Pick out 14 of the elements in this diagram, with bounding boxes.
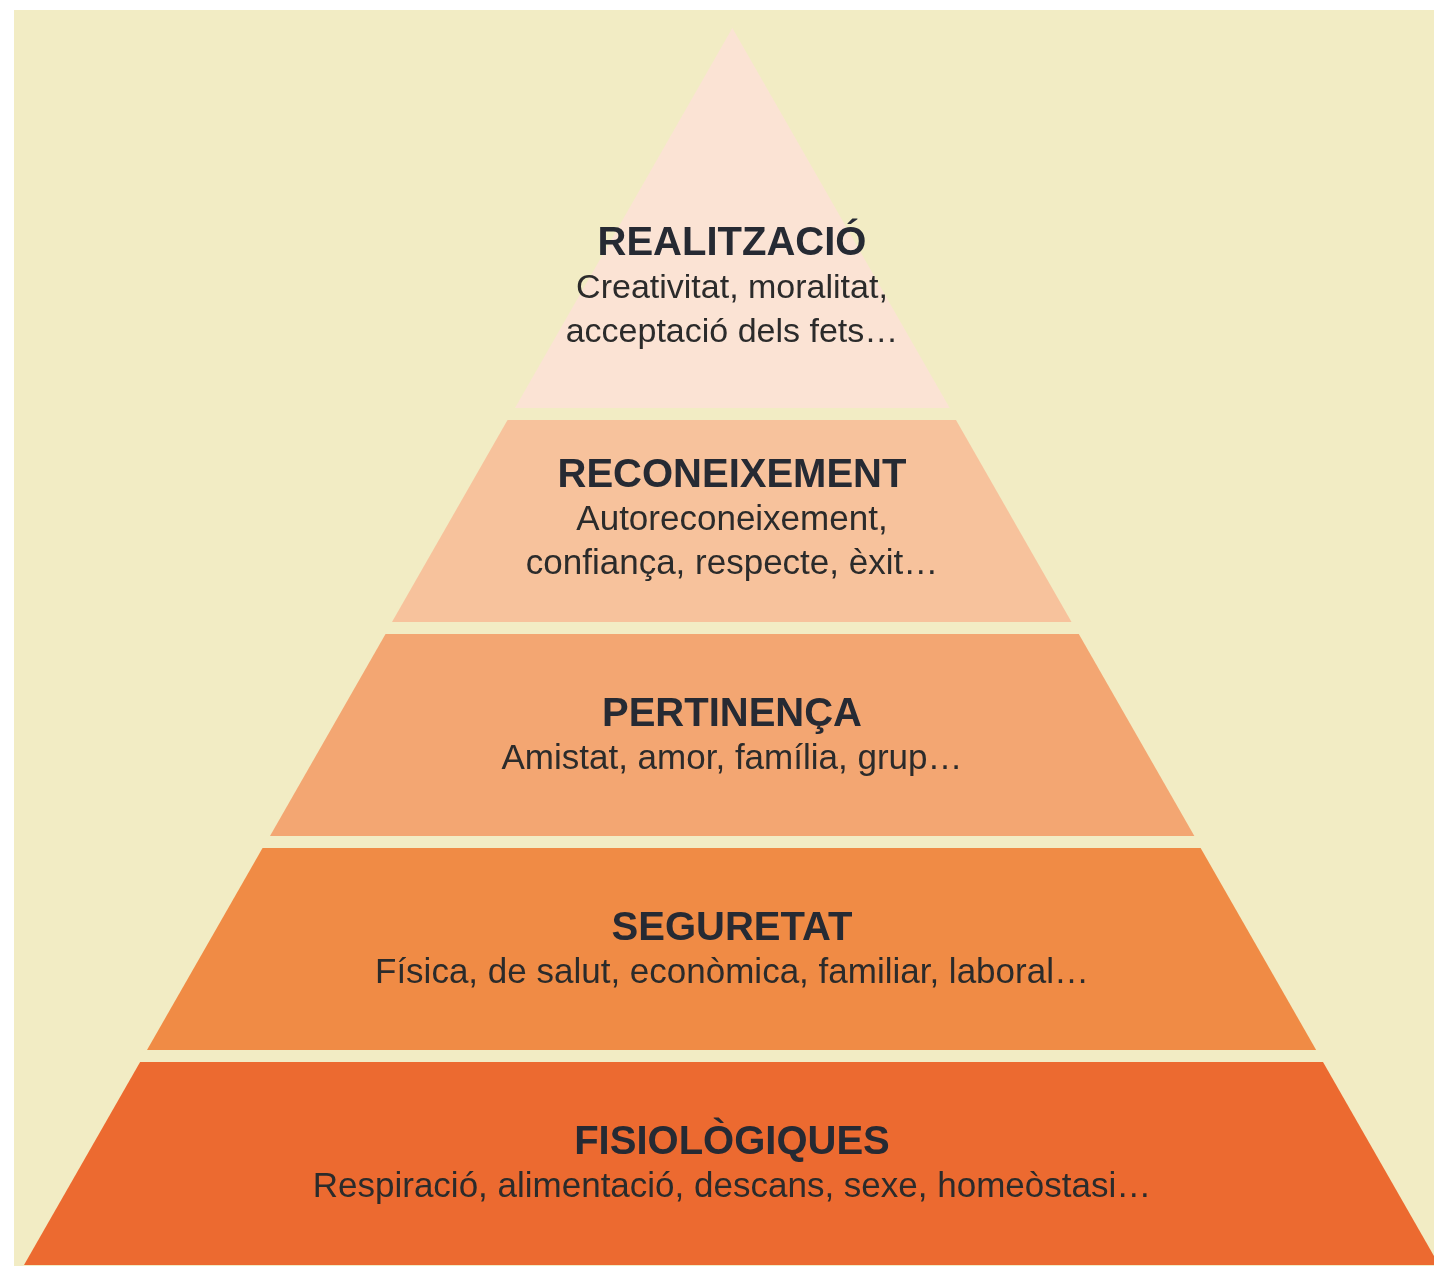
level-title: FISIOLÒGIQUES (574, 1117, 890, 1163)
pyramid-level (147, 848, 1317, 1050)
level-description: Amistat, amor, família, grup… (501, 736, 963, 778)
level-description: Respiració, alimentació, descans, sexe, homeòstasi… (312, 1164, 1152, 1206)
pyramid-level (392, 420, 1072, 622)
pyramid-level (24, 1062, 1434, 1265)
level-title: REALITZACIÓ (597, 218, 867, 264)
level-title: SEGURETAT (611, 903, 853, 949)
level-description: Física, de salut, econòmica, familiar, laboral… (375, 950, 1089, 992)
level-description: Autoreconeixement, confiança, respecte, èxit… (524, 497, 940, 583)
level-title: RECONEIXEMENT (557, 450, 907, 496)
level-description: Creativitat, moralitat, acceptació dels fets… (564, 266, 900, 351)
pyramid-level (269, 634, 1195, 836)
level-title: PERTINENÇA (601, 689, 862, 735)
